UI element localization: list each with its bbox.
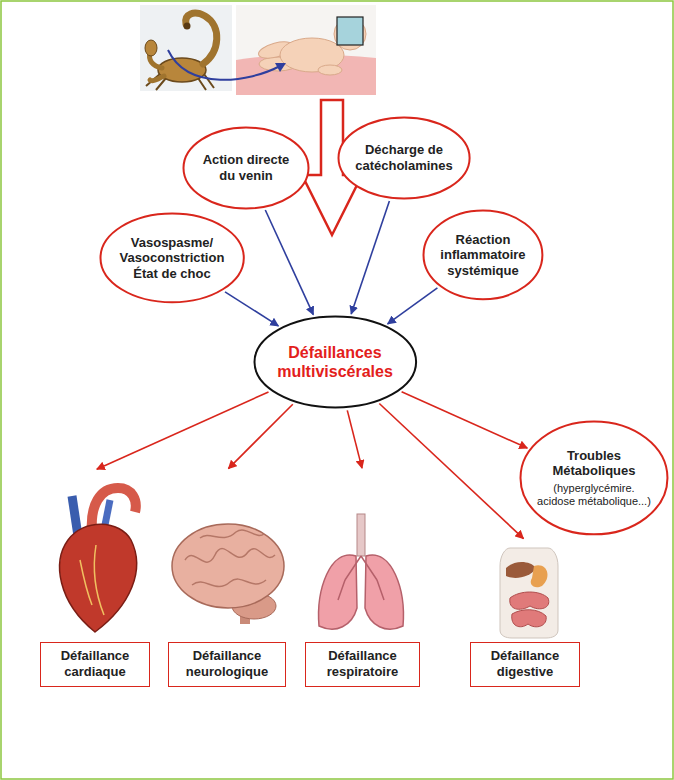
node-label: Défaillances multiviscérales: [270, 343, 400, 381]
ellipse-node: Action directe du venin: [182, 126, 310, 210]
ellipse-shape: [521, 422, 668, 535]
connector-arrow: [97, 392, 269, 469]
baby-picture: [236, 5, 376, 95]
ellipse-node: Défaillances multiviscérales: [253, 315, 418, 409]
bronchi: [338, 556, 384, 600]
picture-ground: [140, 5, 232, 91]
digestive-picture: [500, 548, 558, 638]
stomach: [531, 565, 548, 587]
node-label: Troubles Métaboliques: [535, 448, 653, 479]
failure-box: Défaillance neurologique: [168, 642, 286, 687]
text-group: Défaillances multiviscérales: [270, 343, 400, 381]
picture-ground: [236, 5, 376, 95]
node-label: Réaction inflammatoire systémique: [435, 232, 530, 279]
scorpion-tail: [186, 13, 217, 64]
cerebrum: [172, 524, 284, 608]
box-label: Défaillance neurologique: [173, 648, 281, 681]
failure-box: Défaillance cardiaque: [40, 642, 150, 687]
ellipse-shape: [424, 211, 543, 300]
connector-arrow: [379, 404, 523, 539]
scorpion-claw: [150, 76, 164, 81]
organ-node: Défaillance cardiaque: [40, 470, 150, 687]
organ-node: Défaillance neurologique: [168, 470, 286, 687]
scorpion-picture: [140, 5, 232, 91]
ellipse-shape: [338, 118, 469, 199]
organ-node: Défaillance digestive: [470, 540, 580, 687]
brain-picture: [172, 524, 284, 624]
brain-folds: [185, 530, 275, 586]
ellipse-node: Troubles Métaboliques (hyperglycémire. ac…: [519, 420, 669, 536]
intestines: [510, 592, 549, 627]
left-lung: [319, 555, 357, 629]
node-label: Décharge de catécholamines: [351, 142, 456, 173]
sting-head: [275, 63, 286, 72]
lungs-picture: [319, 514, 404, 629]
box-label: Défaillance digestive: [475, 648, 575, 681]
ellipse-shape: [184, 128, 309, 209]
connector-arrow: [225, 292, 278, 326]
liver: [506, 562, 536, 578]
text-group: Réaction inflammatoire systémique: [435, 232, 530, 279]
heart: [60, 524, 137, 632]
node-label: Vasospasme/ Vasoconstriction État de cho…: [114, 235, 229, 282]
connector-arrow: [402, 392, 528, 448]
connector-arrow: [351, 201, 389, 314]
ellipse-node: Décharge de catécholamines: [337, 116, 471, 200]
baby-arm: [318, 65, 342, 75]
ellipse-shape: [254, 317, 416, 408]
scorpion-pincer: [145, 40, 157, 56]
face-mask: [337, 17, 363, 45]
failure-box: Défaillance respiratoire: [305, 642, 420, 687]
ellipse-outline: [253, 315, 418, 409]
ellipse-node: Vasospasme/ Vasoconstriction État de cho…: [99, 212, 245, 304]
trachea: [357, 514, 365, 556]
failure-box: Défaillance digestive: [470, 642, 580, 687]
sting-line: [168, 50, 280, 80]
organ-node: Défaillance respiratoire: [305, 470, 420, 687]
ellipse-node: Réaction inflammatoire systémique: [422, 209, 544, 301]
connector-arrow: [388, 288, 438, 324]
right-lung: [365, 555, 403, 629]
text-group: Décharge de catécholamines: [351, 142, 456, 173]
connector-arrow: [265, 210, 313, 315]
scorpion-body: [158, 58, 206, 82]
connector-arrow: [347, 410, 362, 468]
connector-arrow: [228, 404, 292, 468]
node-note: (hyperglycémire. acidose métabolique...): [535, 482, 653, 508]
vena-cava: [72, 496, 78, 536]
ellipse-shape: [100, 214, 243, 303]
box-label: Défaillance cardiaque: [45, 648, 145, 681]
node-label: Action directe du venin: [196, 152, 296, 183]
text-group: Vasospasme/ Vasoconstriction État de cho…: [114, 235, 229, 282]
sting-arrow: [168, 50, 286, 80]
torso: [500, 548, 558, 638]
baby-head: [334, 18, 366, 50]
heart-picture: [60, 488, 137, 632]
coronary: [80, 545, 104, 615]
box-label: Défaillance respiratoire: [310, 648, 415, 681]
text-group: Troubles Métaboliques (hyperglycémire. ac…: [535, 448, 653, 509]
text-group: Action directe du venin: [196, 152, 296, 183]
scorpion-sting: [184, 23, 191, 30]
